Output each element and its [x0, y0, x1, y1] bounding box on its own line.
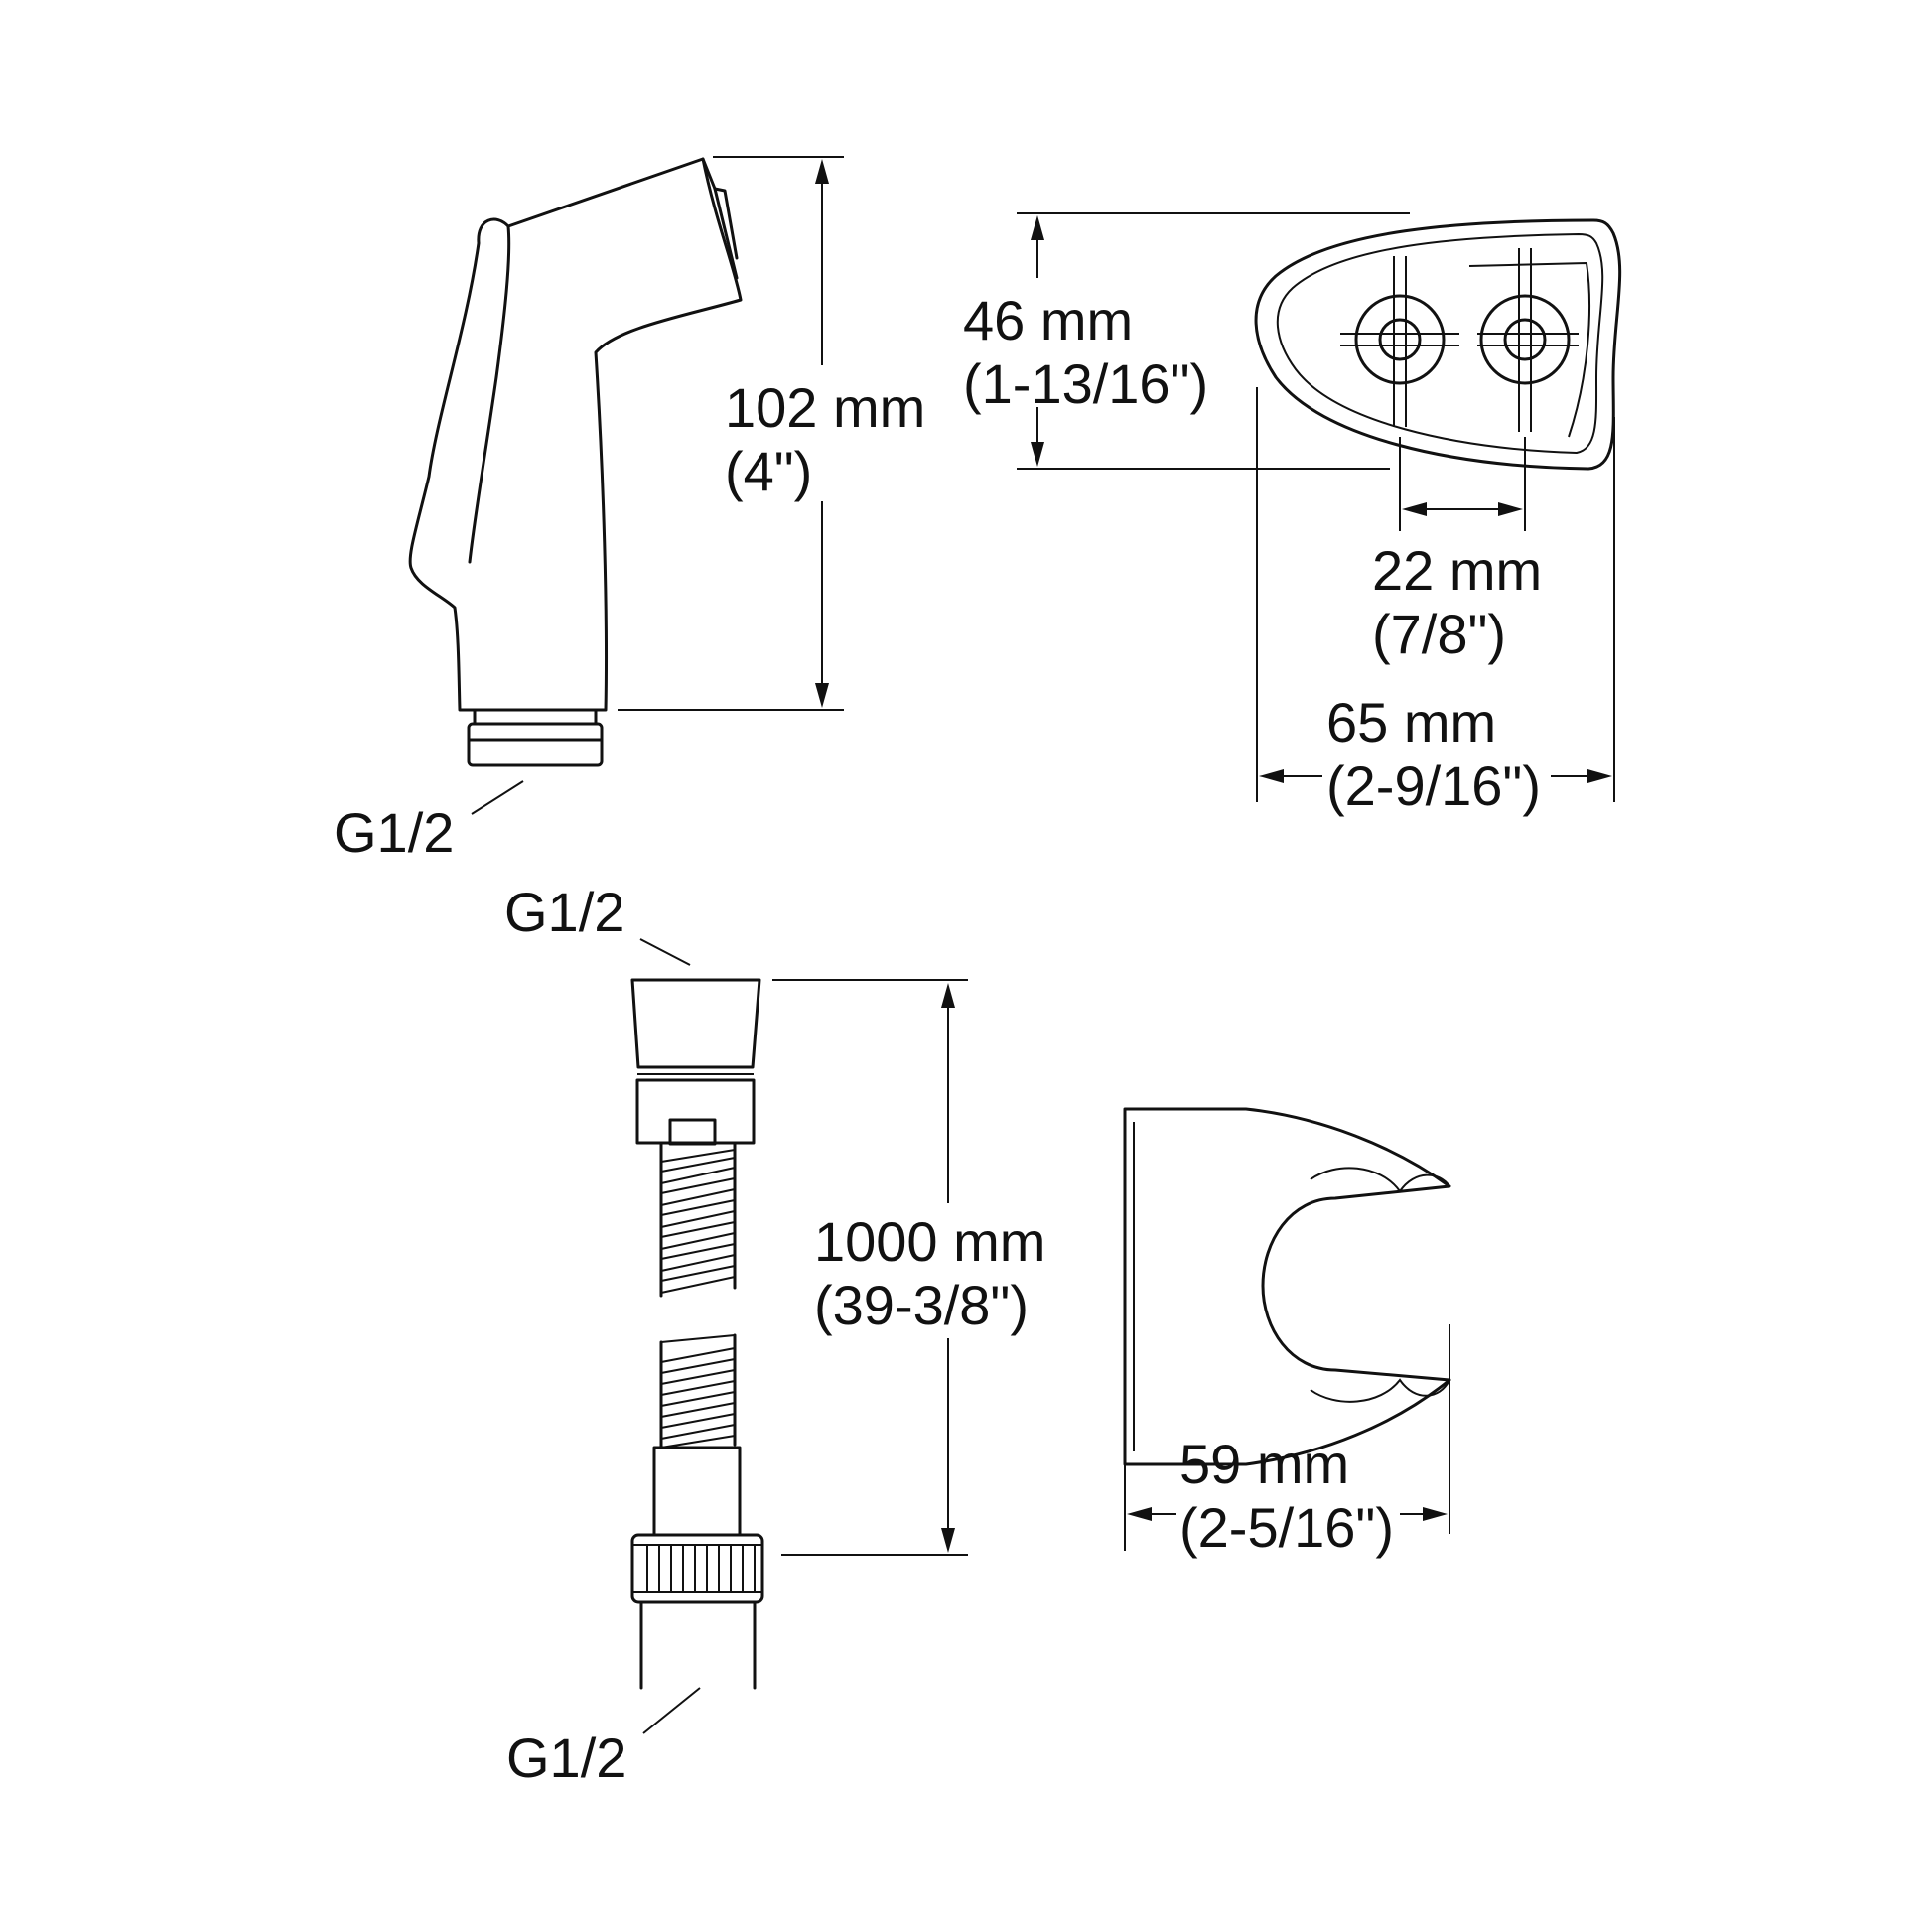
height-mm-label: 102 mm	[725, 376, 925, 439]
bracket-height-mm-label: 46 mm	[963, 289, 1133, 351]
connection-label-top-left: G1/2	[334, 801, 454, 864]
spray-holder-side-view	[1123, 1107, 1451, 1466]
dimension-height-102	[618, 156, 844, 711]
bracket-width-mm-label: 65 mm	[1326, 691, 1496, 754]
dimension-length-1000	[772, 979, 968, 1556]
dimension-hole-spacing-22	[1399, 437, 1526, 531]
hose-bottom-connection-label: G1/2	[506, 1726, 626, 1789]
dimension-height-46	[1017, 212, 1410, 470]
hole-spacing-mm-label: 22 mm	[1372, 539, 1542, 602]
bracket-width-in-label: (2-9/16")	[1326, 755, 1541, 817]
hose-drawing	[630, 978, 764, 1690]
holder-width-mm-label: 59 mm	[1179, 1433, 1349, 1495]
hose-length-mm-label: 1000 mm	[814, 1210, 1045, 1273]
handspray-side-view	[408, 157, 743, 767]
leader-line	[642, 1687, 701, 1734]
leader-line	[639, 938, 691, 966]
hose-top-connection-label: G1/2	[504, 881, 624, 943]
height-in-label: (4")	[725, 440, 812, 502]
hole-spacing-in-label: (7/8")	[1372, 603, 1506, 665]
bracket-height-in-label: (1-13/16")	[963, 352, 1208, 415]
leader-line	[471, 780, 524, 815]
dimension-width-59	[1124, 1324, 1450, 1551]
bracket-front-view	[1254, 218, 1622, 471]
holder-width-in-label: (2-5/16")	[1179, 1496, 1394, 1559]
hose-length-in-label: (39-3/8")	[814, 1274, 1029, 1336]
dimension-width-65	[1256, 387, 1615, 802]
